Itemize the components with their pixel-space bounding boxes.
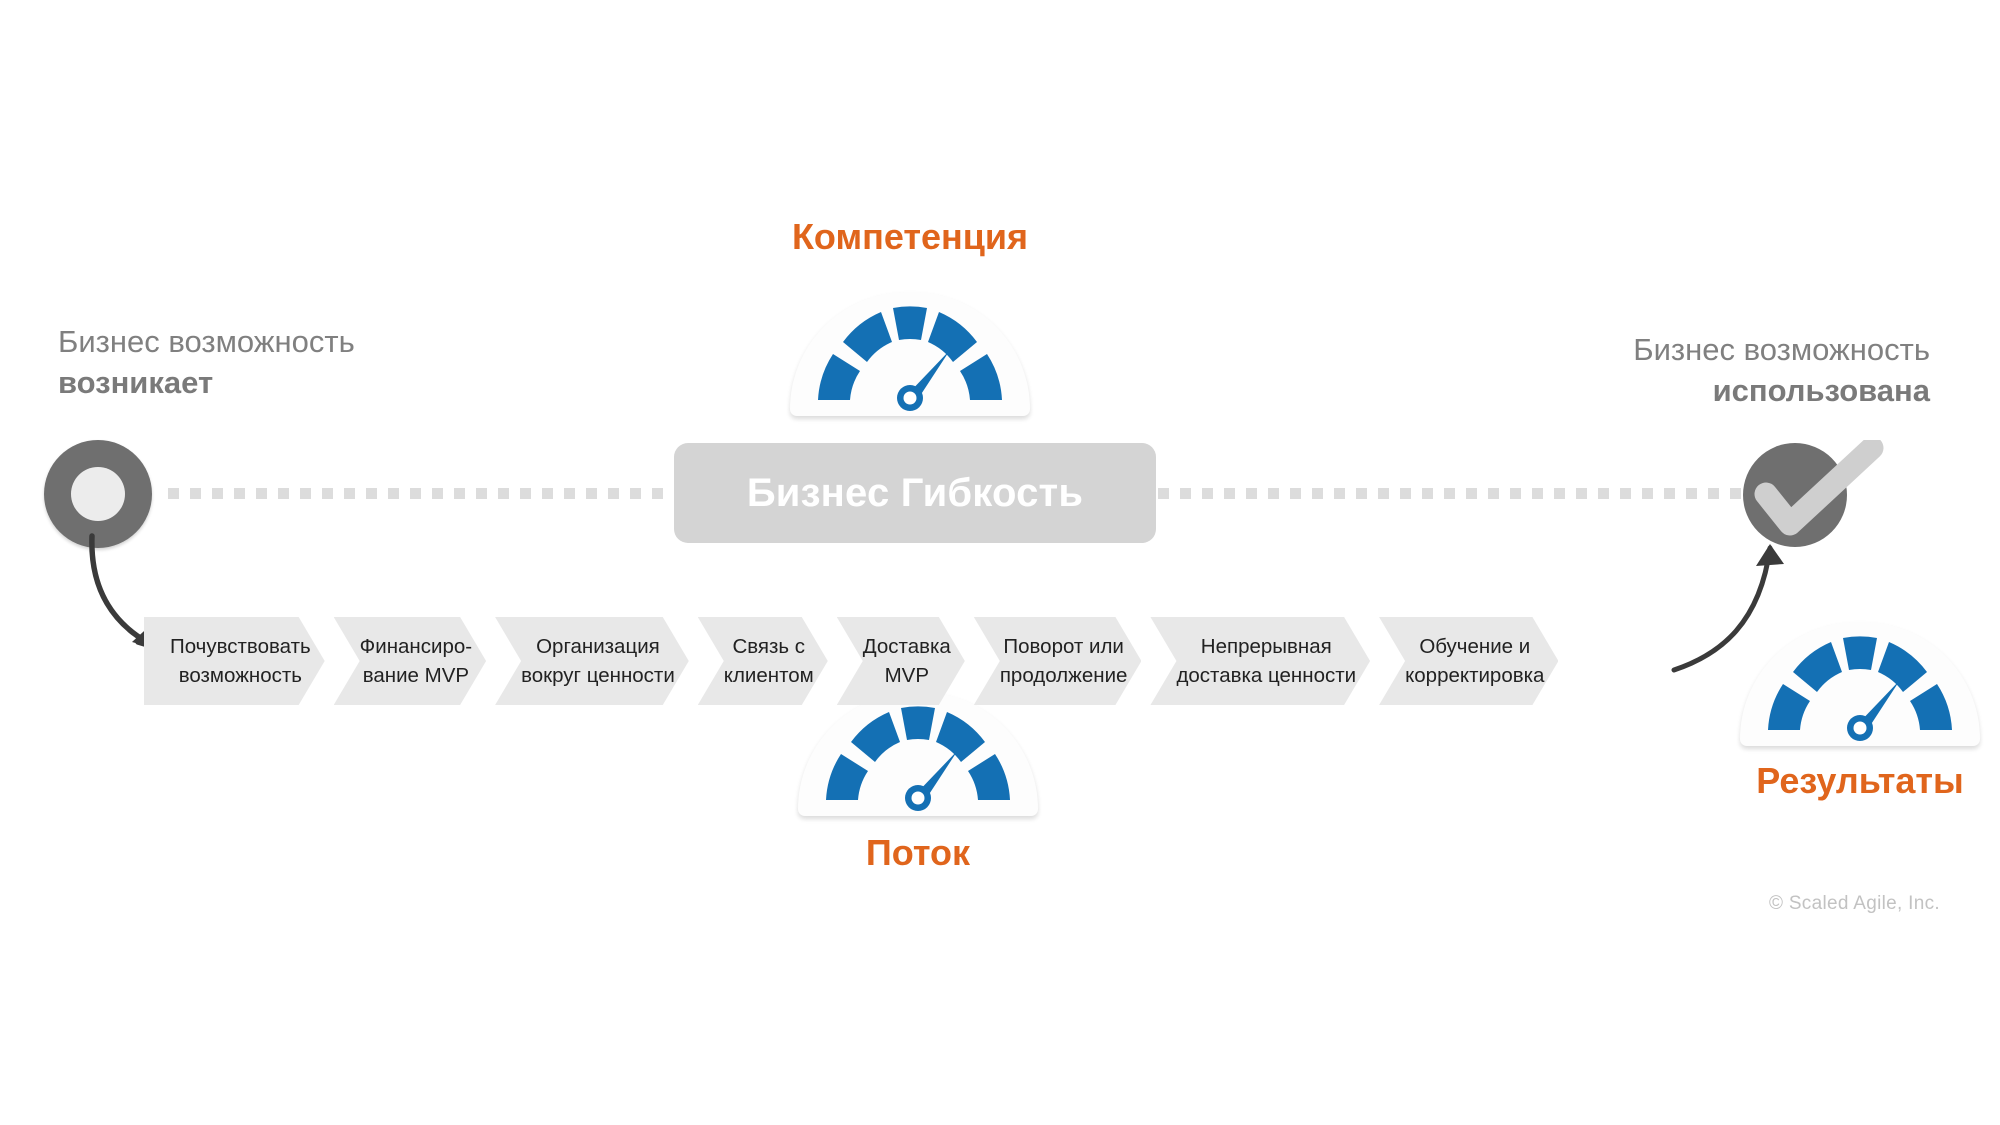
gauge-dial-icon: [818, 306, 1002, 411]
copyright-notice: © Scaled Agile, Inc.: [1768, 893, 1940, 914]
pipeline-step[interactable]: Почувствовать возможность: [144, 617, 325, 705]
pipeline-step-line1: Обучение и: [1419, 634, 1531, 658]
gauge-outcomes: [1740, 622, 1980, 746]
process-pipeline: Почувствовать возможность Финансиро- ван…: [144, 617, 1567, 705]
gauge-flow: [798, 692, 1038, 816]
start-label-line1: Бизнес возможность: [58, 324, 355, 359]
pipeline-step[interactable]: Непрерывная доставка ценности: [1150, 617, 1370, 705]
gauge-competence: [790, 292, 1030, 416]
start-endpoint-label: Бизнес возможность возникает: [58, 322, 355, 404]
pipeline-step[interactable]: Доставка MVP: [837, 617, 965, 705]
pipeline-step-line1: Связь с: [732, 634, 806, 658]
pipeline-step-line2: MVP: [884, 664, 929, 687]
ring-icon: [44, 440, 152, 548]
pipeline-step-line2: корректировка: [1405, 664, 1545, 687]
check-circle-icon: [1740, 436, 1884, 550]
pipeline-step-line2: клиентом: [723, 664, 814, 687]
dotted-connector-left: [168, 488, 676, 499]
pipeline-step-line1: Поворот или: [1003, 634, 1124, 658]
gauge-dial-icon: [1768, 636, 1952, 741]
end-label-line2: использована: [1712, 372, 1930, 408]
pipeline-step-line1: Финансиро-: [359, 634, 473, 658]
pipeline-step-line2: продолжение: [999, 664, 1128, 687]
gauge-competence-caption: Компетенция: [791, 216, 1029, 257]
curved-arrow-up-right-icon: [1660, 530, 1840, 685]
end-endpoint-label: Бизнес возможность использована: [1633, 330, 1930, 412]
pipeline-step[interactable]: Организация вокруг ценности: [495, 617, 689, 705]
pipeline-step-line1: Организация: [536, 634, 660, 658]
pipeline-step-line2: доставка ценности: [1176, 664, 1357, 687]
pipeline-step-line1: Доставка: [862, 634, 951, 658]
pipeline-step[interactable]: Связь с клиентом: [698, 617, 828, 705]
gauge-outcomes-caption: Результаты: [1756, 760, 1964, 801]
business-agility-badge: Бизнес Гибкость: [674, 443, 1156, 543]
ring-icon-hole: [71, 467, 125, 521]
pipeline-step[interactable]: Финансиро- вание MVP: [334, 617, 486, 705]
pipeline-step-line1: Почувствовать: [170, 634, 311, 658]
pipeline-step[interactable]: Обучение и корректировка: [1379, 617, 1558, 705]
pipeline-step-line2: вание MVP: [362, 664, 470, 687]
gauge-dial-icon: [826, 706, 1010, 811]
pipeline-step-line1: Непрерывная: [1200, 634, 1332, 658]
pipeline-step-line2: возможность: [178, 664, 302, 687]
dotted-connector-right: [1158, 488, 1748, 499]
gauge-flow-caption: Поток: [865, 832, 971, 873]
start-label-line2: возникает: [58, 364, 214, 400]
pipeline-step-line2: вокруг ценности: [521, 664, 675, 687]
business-agility-label: Бизнес Гибкость: [746, 470, 1084, 515]
pipeline-step[interactable]: Поворот или продолжение: [974, 617, 1142, 705]
end-label-line1: Бизнес возможность: [1633, 332, 1930, 367]
